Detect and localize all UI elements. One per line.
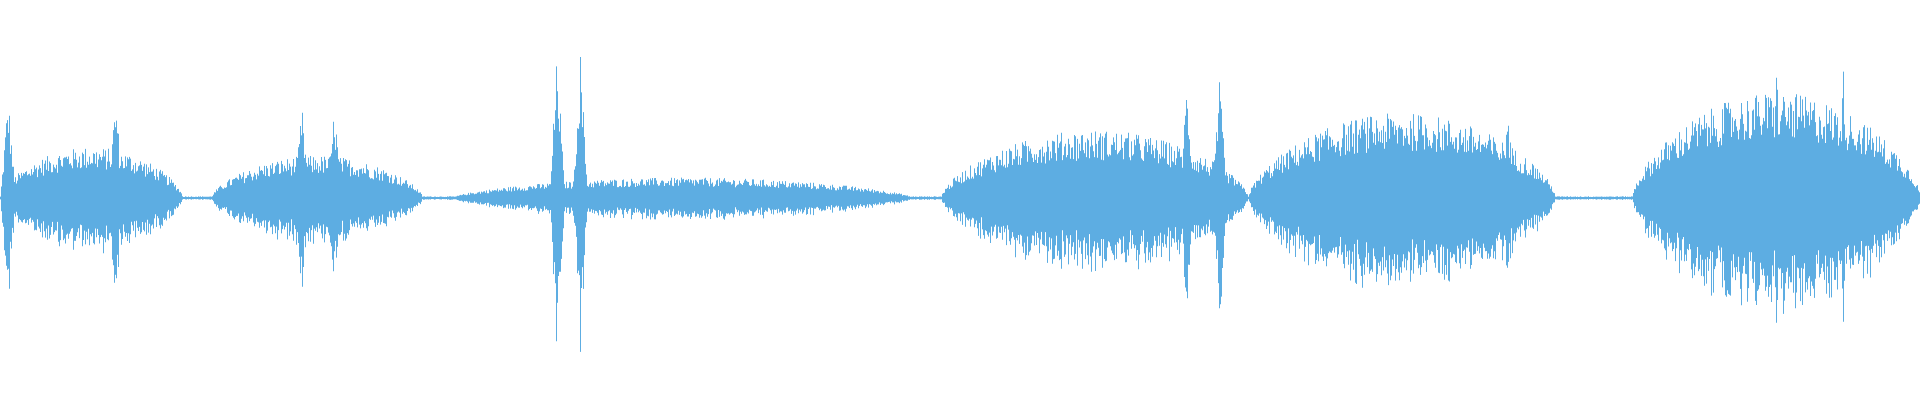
waveform-bars [0,57,1920,352]
